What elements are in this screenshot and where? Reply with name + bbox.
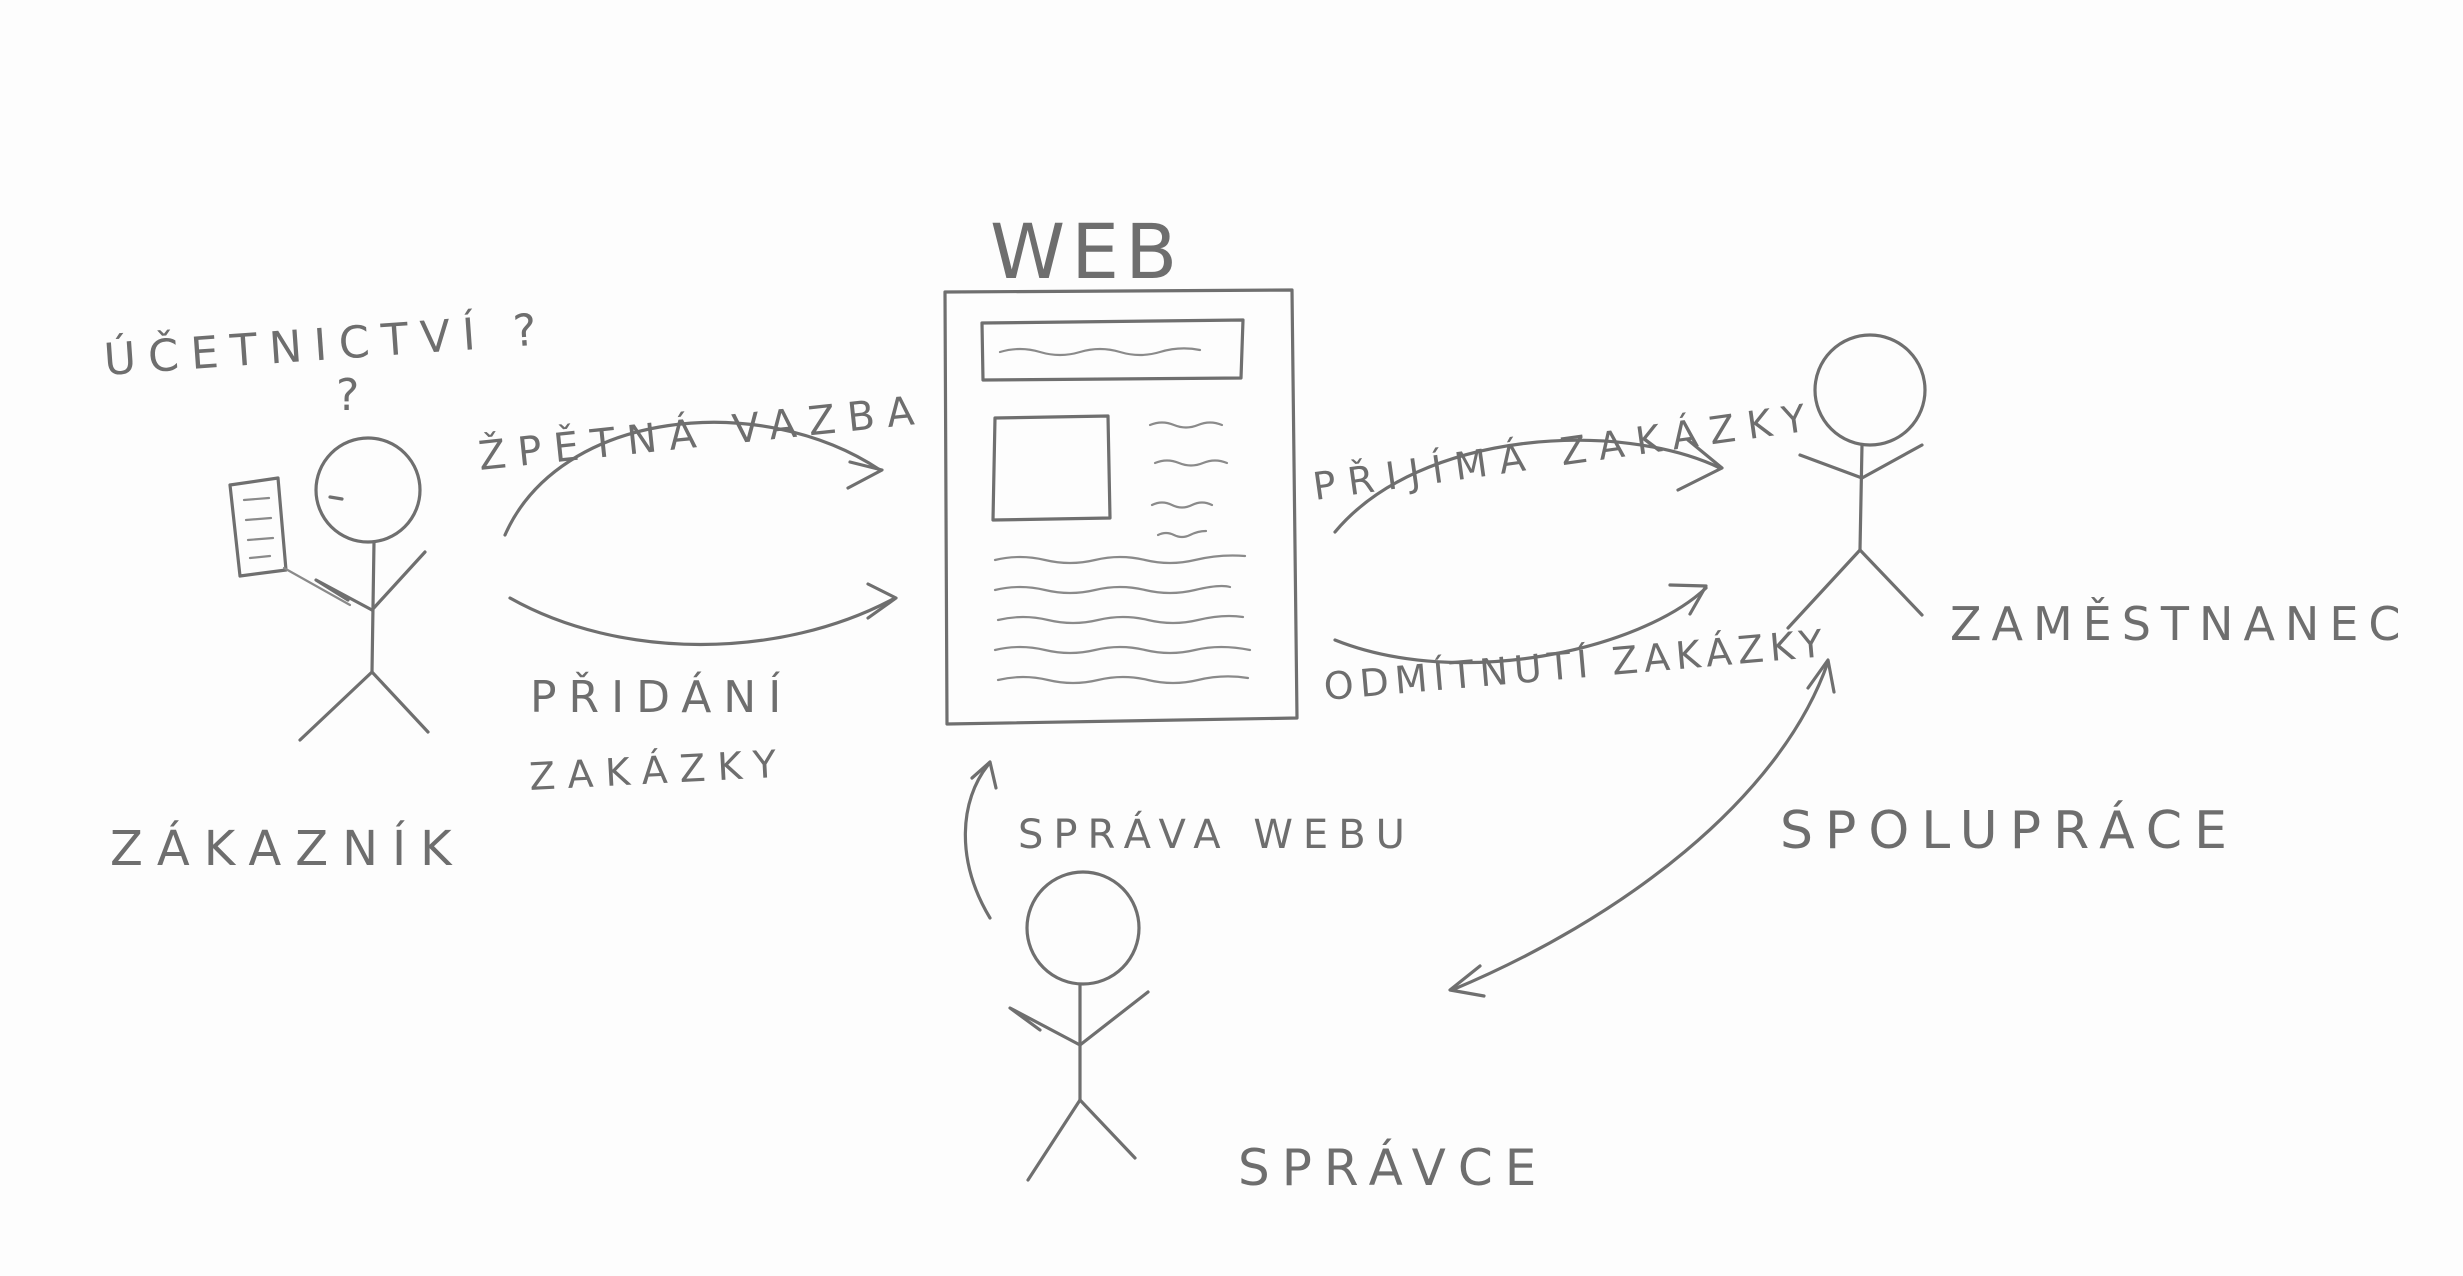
web-admin-label: SPRÁVA WEBU [1018, 810, 1415, 858]
add-order-label-line2: ZAKÁZKY [528, 741, 789, 798]
admin-label: SPRÁVCE [1238, 1138, 1548, 1197]
arrow-web-admin [963, 760, 998, 920]
arrow-reject-order [1333, 583, 1708, 665]
employee-figure [1786, 333, 1927, 630]
accept-order-label: PŘIJÍMÁ ZAKÁZKY [1310, 395, 1820, 509]
web-page-box [943, 288, 1299, 726]
cooperation-label: SPOLUPRÁCE [1780, 800, 2239, 861]
admin-figure [1008, 870, 1150, 1182]
web-header-bar [980, 318, 1245, 382]
clipboard-icon [228, 476, 288, 578]
arrow-accept-order [1333, 438, 1724, 534]
web-text-lines [993, 421, 1252, 685]
customer-label: ZÁKAZNÍK [110, 820, 466, 877]
arrow-feedback [503, 420, 884, 537]
employee-label: ZAMĚSTNANEC [1950, 597, 2411, 651]
arrow-cooperation [1448, 658, 1836, 998]
reject-order-label: ODMÍTNUTÍ ZAKÁZKY [1322, 621, 1830, 709]
add-order-label-line1: PŘIDÁNÍ [530, 670, 793, 723]
web-image-placeholder [991, 414, 1112, 522]
customer-figure [228, 436, 430, 742]
web-title: WEB [990, 207, 1183, 296]
arrow-add-order [508, 582, 898, 646]
customer-thought: ÚČETNICTVÍ ? [102, 302, 550, 386]
customer-question-mark: ? [336, 370, 371, 421]
